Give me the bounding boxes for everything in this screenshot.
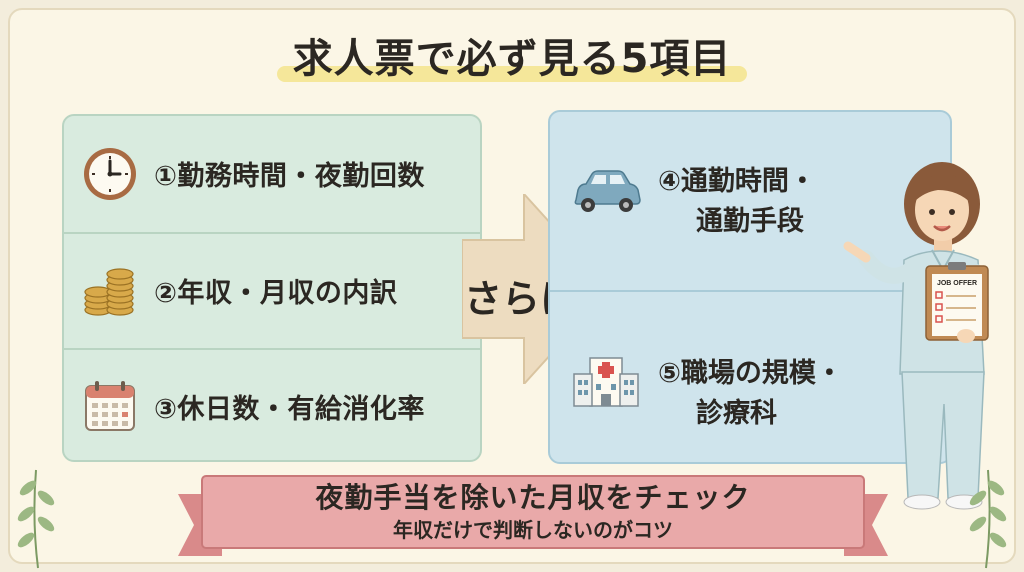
- banner-ribbon: [178, 475, 888, 556]
- nurse-illustration: JOB OFFER: [843, 162, 989, 510]
- banner-sub-text: 年収だけで判断しないのがコツ: [393, 518, 673, 542]
- left-item-3-label: ③休日数・有給消化率: [154, 393, 425, 425]
- banner-text: 夜勤手当を除いた月収をチェック 年収だけで判断しないのがコツ: [178, 480, 888, 544]
- clipboard-label: JOB OFFER: [937, 280, 977, 287]
- car-icon: [574, 170, 641, 212]
- right-item-4-line1: ④通勤時間・: [658, 166, 816, 197]
- left-item-2-label: ②年収・月収の内訳: [154, 277, 398, 309]
- left-item-3: ③休日数・有給消化率: [64, 348, 480, 460]
- right-item-4-label: ④通勤時間・ 通勤手段: [658, 162, 816, 242]
- left-panel: ①勤務時間・夜勤回数 ②年収・月収の内訳: [62, 114, 482, 462]
- clock-icon: [84, 148, 136, 200]
- leaf-sprig-left-icon: [17, 469, 55, 569]
- hospital-icon: [573, 357, 639, 407]
- calendar-icon: [85, 381, 135, 431]
- right-item-4-line2: 通勤手段: [696, 206, 804, 237]
- left-item-2: ②年収・月収の内訳: [64, 232, 480, 346]
- page-title: 求人票で必ず見る5項目: [276, 26, 748, 84]
- right-item-5-line1: ⑤職場の規模・: [658, 358, 843, 389]
- title-area: 求人票で必ず見る5項目: [0, 26, 1024, 84]
- right-item-5-label: ⑤職場の規模・ 診療科: [658, 354, 843, 434]
- leaf-sprig-right-icon: [969, 469, 1007, 569]
- title-highlight: [276, 66, 748, 82]
- page-title-text: 求人票で必ず見る5項目: [292, 36, 732, 82]
- banner-main-text: 夜勤手当を除いた月収をチェック: [315, 481, 751, 514]
- left-item-1: ①勤務時間・夜勤回数: [64, 116, 480, 230]
- right-item-5: ⑤職場の規模・ 診療科: [550, 290, 950, 462]
- right-item-5-line2: 診療科: [696, 398, 777, 429]
- right-item-4: ④通勤時間・ 通勤手段: [550, 112, 950, 288]
- right-panel: ④通勤時間・ 通勤手段 ⑤職場の規模・ 診療科: [548, 110, 952, 464]
- left-item-1-label: ①勤務時間・夜勤回数: [154, 160, 425, 192]
- coins-icon: [84, 268, 134, 316]
